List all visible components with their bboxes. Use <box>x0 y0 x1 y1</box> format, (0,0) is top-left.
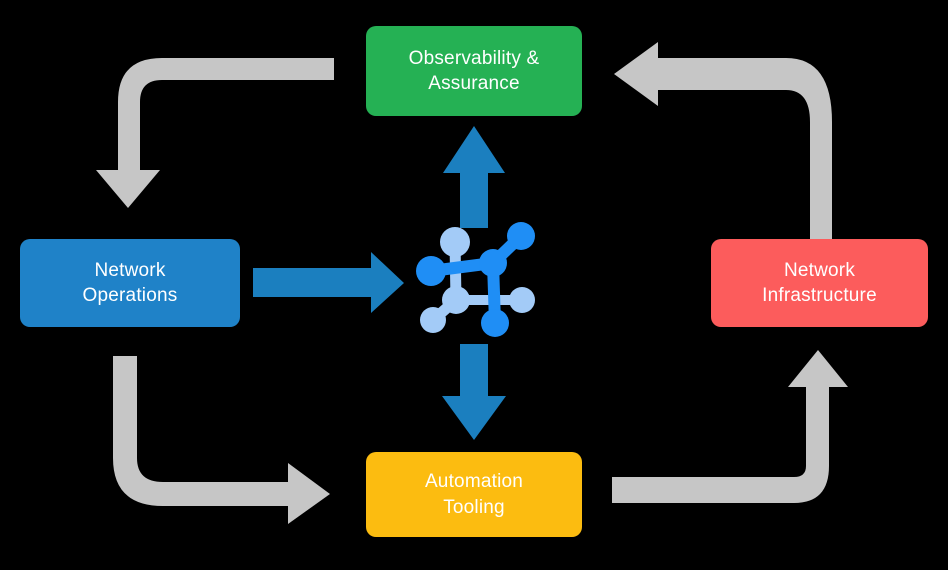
arrow-hub-to-observability <box>443 126 505 228</box>
box-automation-tooling[interactable]: Automation Tooling <box>366 452 582 537</box>
box-observability-assurance[interactable]: Observability & Assurance <box>366 26 582 116</box>
node-bottom <box>481 309 509 337</box>
node-right <box>509 287 535 313</box>
node-top-left <box>440 227 470 257</box>
node-mid-left <box>442 286 470 314</box>
node-top-right <box>507 222 535 250</box>
arrow-operations-to-hub <box>253 252 404 313</box>
node-left <box>416 256 446 286</box>
box-network-operations[interactable]: Network Operations <box>20 239 240 327</box>
node-hub <box>479 249 507 277</box>
box-network-infrastructure[interactable]: Network Infrastructure <box>711 239 928 327</box>
arrow-automation-to-infrastructure <box>612 350 848 503</box>
node-bottom-left <box>420 307 446 333</box>
arrow-infrastructure-to-observability <box>614 42 832 242</box>
network-topology-icon <box>416 222 535 337</box>
arrow-operations-to-automation <box>113 356 330 524</box>
arrow-observability-to-operations <box>96 58 334 208</box>
arrow-hub-to-automation <box>442 344 506 440</box>
